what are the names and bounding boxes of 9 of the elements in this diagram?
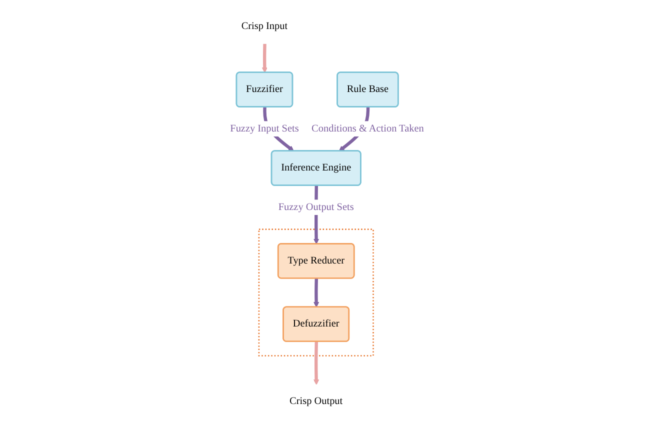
edge-label: Fuzzy Output Sets (278, 202, 354, 212)
arrow (314, 342, 320, 385)
edge-label: Fuzzy Input Sets (230, 123, 299, 134)
cluster (258, 228, 374, 356)
node-text: Crisp Output (290, 396, 343, 407)
edge-label: Conditions & Action Taken (312, 123, 424, 134)
node-text: Crisp Input (241, 20, 288, 32)
arrow (262, 44, 268, 73)
arrow (314, 278, 320, 308)
